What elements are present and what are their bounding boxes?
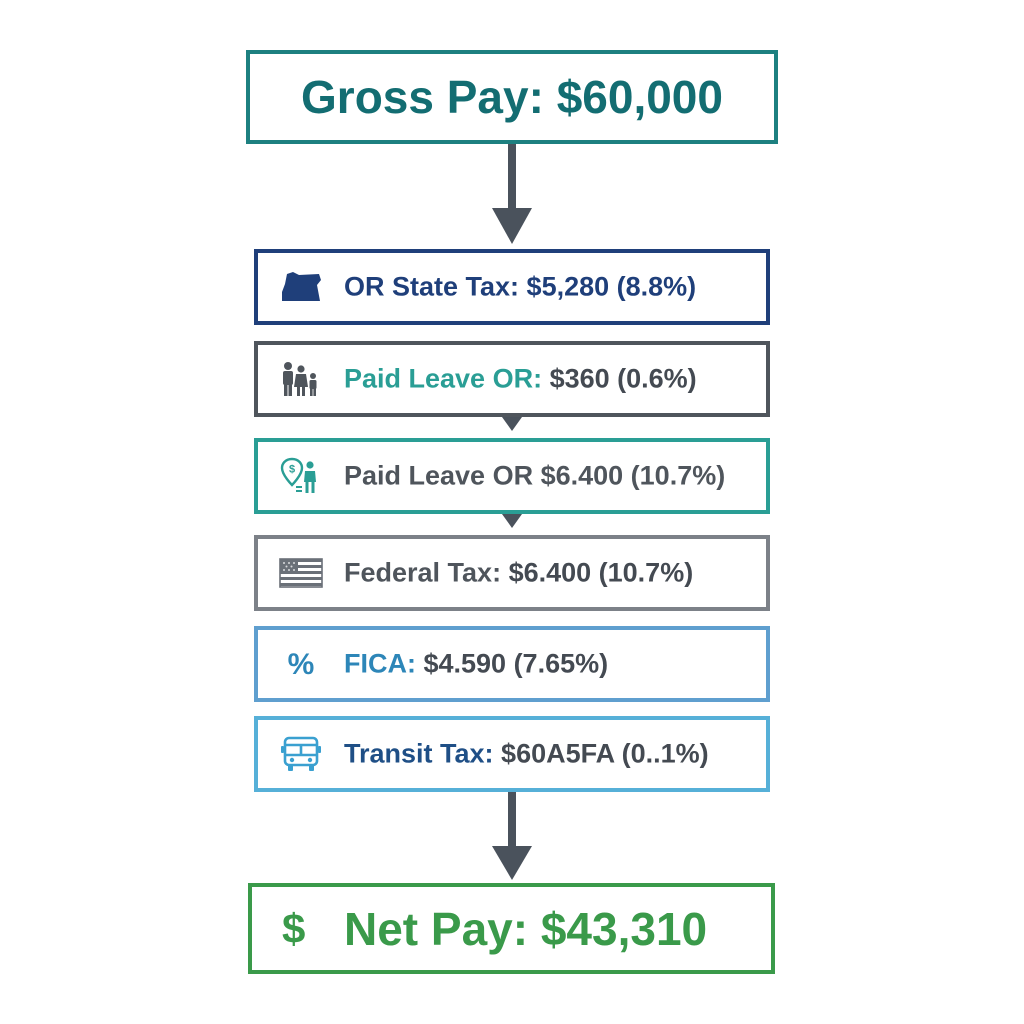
oregon-state-icon: [278, 267, 324, 307]
deduction-amount: $4.590 (7.65%): [415, 648, 609, 679]
deduction-row-federal-tax: Federal Tax: $6.400 (10.7%): [254, 535, 770, 611]
deduction-row-paid-leave: Paid Leave OR: $360 (0.6%): [254, 341, 770, 417]
deduction-amount: $6.400 (10.7%): [501, 557, 694, 588]
svg-text:$: $: [289, 464, 295, 476]
arrow-gross-to-deductions: [492, 144, 532, 244]
deduction-row-transit-tax: Transit Tax: $60A5FA (0..1%): [254, 716, 770, 792]
deduction-amount: $5,280 (8.8%): [519, 271, 697, 302]
deduction-row-paid-leave-2: $ Paid Leave OR $6.400 (10.7%): [254, 438, 770, 514]
arrow-between-rows-2: [502, 514, 522, 528]
deduction-label: Transit Tax:: [344, 738, 494, 769]
gross-pay-label: Gross Pay: $60,000: [301, 71, 723, 123]
deduction-amount: $360 (0.6%): [542, 363, 697, 394]
deduction-label: Paid Leave OR:: [344, 363, 543, 394]
net-pay-label: Net Pay: $43,310: [344, 902, 708, 955]
money-person-icon: $: [278, 456, 324, 496]
deduction-row-or-state-tax: OR State Tax: $5,280 (8.8%): [254, 249, 770, 325]
arrow-deductions-to-net: [492, 792, 532, 880]
deduction-label: OR State Tax:: [344, 271, 520, 302]
net-pay-box: $ Net Pay: $43,310: [248, 883, 775, 974]
svg-text:%: %: [288, 648, 315, 681]
deduction-label: Federal Tax:: [344, 557, 502, 588]
dollar-icon: $: [282, 904, 306, 952]
deduction-row-fica: % FICA: $4.590 (7.65%): [254, 626, 770, 702]
us-flag-icon: [278, 553, 324, 593]
percent-icon: %: [278, 644, 324, 684]
gross-pay-box: Gross Pay: $60,000: [246, 50, 778, 144]
arrow-between-rows-1: [502, 417, 522, 431]
family-icon: [278, 359, 324, 399]
deduction-amount: $60A5FA (0..1%): [493, 738, 709, 769]
bus-icon: [278, 734, 324, 774]
deduction-amount: Paid Leave OR $6.400 (10.7%): [344, 460, 726, 491]
deduction-label: FICA:: [344, 648, 416, 679]
